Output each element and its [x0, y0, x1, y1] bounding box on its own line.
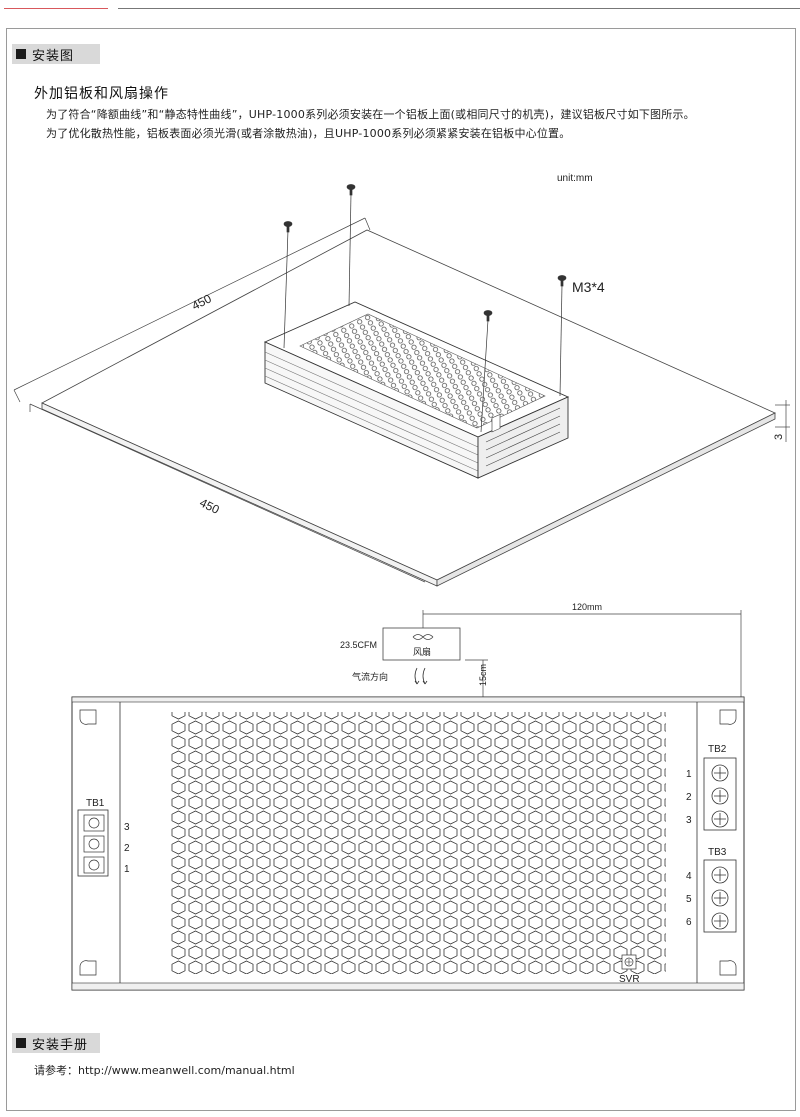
airflow-label: 气流方向	[352, 671, 388, 682]
dim-450-front: 450	[197, 496, 221, 518]
tb3-pin-5: 5	[686, 894, 692, 905]
tb1-pin-3: 3	[124, 822, 130, 833]
bullet-square-icon	[16, 49, 26, 59]
tb3-label: TB3	[708, 847, 727, 858]
tb1-label: TB1	[86, 798, 105, 809]
manual-url-link[interactable]: http://www.meanwell.com/manual.html	[78, 1064, 295, 1077]
dim-120mm: 120mm	[572, 602, 602, 612]
mount-notch-bottom-right	[719, 960, 737, 976]
tb3-pin-4: 4	[686, 871, 692, 882]
power-supply-unit	[263, 301, 570, 479]
manual-reference: 请参考：http://www.meanwell.com/manual.html	[34, 1062, 295, 1078]
tb2-pin-1: 1	[686, 769, 692, 780]
tb1-pin-2: 2	[124, 843, 130, 854]
fan-label: 风扇	[413, 646, 431, 657]
ventilation-hex-grid	[171, 712, 666, 974]
screw-label: M3*4	[572, 279, 605, 295]
mount-notch-bottom-left	[79, 960, 97, 976]
section-title-manual: 安装手册	[32, 1037, 89, 1053]
plate-drawing: 450 450 3 unit:mm M3*4	[13, 173, 790, 587]
bullet-square-icon	[16, 1038, 26, 1048]
fan-drawing: 120mm 风扇 23.5CFM 气流方向 15cm TB1 3 2 1 TB2…	[71, 602, 745, 991]
airflow-arrows-icon	[414, 667, 428, 685]
manual-ref-prefix: 请参考：	[34, 1064, 78, 1077]
tb2-pin-2: 2	[686, 792, 692, 803]
dim-15cm: 15cm	[478, 664, 488, 686]
header-accent-line	[4, 8, 108, 9]
heatsink-subtitle: 外加铝板和风扇操作	[34, 86, 169, 102]
section-header-manual: 安装手册	[12, 1033, 100, 1053]
heatsink-paragraph-1: 为了符合“降额曲线”和“静态特性曲线”，UHP-1000系列必须安装在一个铝板上…	[46, 108, 695, 121]
dim-thickness: 3	[773, 434, 785, 440]
tb2-pin-3: 3	[686, 815, 692, 826]
airflow-cfm: 23.5CFM	[340, 640, 377, 650]
section-header-install: 安装图	[12, 44, 100, 64]
tb1-pin-1: 1	[124, 864, 130, 875]
heatsink-paragraph-2: 为了优化散热性能，铝板表面必须光滑(或者涂散热油)，且UHP-1000系列必须紧…	[46, 127, 571, 140]
fan-icon	[412, 634, 434, 640]
fan-box	[382, 627, 461, 661]
header-rule	[118, 8, 800, 9]
dim-450-back: 450	[189, 291, 213, 313]
mounting-screws	[283, 184, 567, 433]
mount-notch-top-right	[719, 709, 737, 725]
tb2-label: TB2	[708, 744, 727, 755]
mount-notch-top-left	[79, 709, 97, 725]
tb3-pin-6: 6	[686, 917, 692, 928]
page-frame	[6, 28, 796, 1111]
unit-label: unit:mm	[557, 173, 593, 184]
svr-label: SVR	[619, 974, 640, 985]
section-title-install: 安装图	[32, 48, 75, 64]
